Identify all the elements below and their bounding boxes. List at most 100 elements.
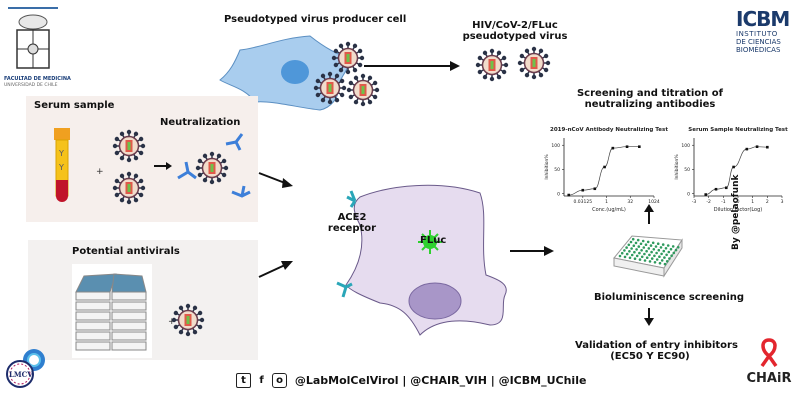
- x-tick-label: -1: [721, 199, 726, 205]
- icbm-logo: ICBM INSTITUTO DE CIENCIAS BIOMÉDICAS: [736, 8, 792, 68]
- ace2-label-line1: ACE2: [337, 212, 367, 223]
- multiwell-plate-icon: [613, 235, 683, 278]
- plate-well: [648, 260, 652, 263]
- serum-diagram: Y Y +: [54, 128, 251, 205]
- plate-well: [662, 249, 666, 253]
- ace2-receptor-icon: [336, 190, 357, 298]
- pseudovirus-group: [475, 46, 551, 82]
- icbm-line3: BIOMÉDICAS: [736, 46, 781, 54]
- facebook-icon[interactable]: f: [259, 375, 264, 386]
- data-point: [766, 145, 769, 149]
- plate-well: [655, 258, 659, 261]
- data-point: [611, 146, 615, 150]
- gear-icon: [6, 349, 45, 388]
- red-ribbon-icon: [760, 338, 778, 368]
- x-tick-label: 0.03125: [574, 199, 593, 205]
- serum-sample-label: Serum sample: [34, 100, 115, 111]
- instagram-icon[interactable]: o: [272, 373, 287, 388]
- x-axis-label: Conc.(ug/mL): [592, 207, 626, 213]
- twitter-icon[interactable]: t: [236, 373, 251, 388]
- arrow-right-icon: [364, 61, 460, 71]
- y-tick-label: 100: [681, 143, 690, 149]
- plate-well: [650, 257, 654, 260]
- ace2-label: ACE2 receptor: [322, 212, 382, 234]
- virus-particle: [195, 151, 229, 185]
- plate-well: [633, 257, 637, 260]
- plate-well: [669, 247, 673, 251]
- validation-label-line2: (EC50 Y EC90): [610, 351, 690, 362]
- plate-well: [674, 248, 678, 252]
- plate-well: [623, 249, 626, 252]
- target-cell: [345, 184, 507, 336]
- plate-well: [631, 237, 635, 241]
- x-tick-label: -3: [692, 199, 697, 205]
- plate-well: [650, 250, 653, 254]
- plus-sign: +: [168, 317, 176, 327]
- logo-line1: FACULTAD DE MEDICINA: [4, 76, 71, 82]
- virus-particle: [313, 71, 347, 105]
- chart-antibody-neutralizing: 2019-nCoV Antibody Neutralizing Test0501…: [544, 127, 668, 213]
- y-tick-label: 100: [551, 143, 560, 149]
- arrow-right-icon: [510, 246, 554, 256]
- plate-well: [660, 252, 663, 256]
- plate-well: [641, 239, 645, 243]
- plate-well: [665, 260, 669, 263]
- potential-antivirals-label: Potential antivirals: [72, 246, 180, 257]
- plate-well: [633, 250, 636, 254]
- plate-well: [653, 254, 656, 258]
- plate-well: [632, 244, 636, 247]
- plate-well: [664, 247, 668, 250]
- plate-well: [620, 251, 624, 255]
- plate-well: [643, 252, 646, 256]
- plate-well: [657, 248, 661, 252]
- icbm-mark: ICBM: [736, 7, 790, 31]
- fit-curve: [568, 146, 640, 196]
- plate-well: [643, 259, 647, 262]
- arrow-down-right-icon: [258, 172, 286, 184]
- plate-well: [649, 244, 653, 247]
- screening-title-line1: Screening and titration of: [576, 88, 723, 99]
- plate-well: [665, 253, 668, 257]
- plate-well: [663, 262, 667, 266]
- plate-well: [640, 255, 644, 259]
- neutralization-label: Neutralization: [160, 117, 241, 128]
- data-point: [593, 187, 597, 191]
- plate-well: [646, 240, 650, 244]
- plate-well: [635, 248, 638, 251]
- plate-well: [638, 258, 642, 261]
- plate-well: [652, 248, 656, 251]
- y-tick-label: 0: [557, 191, 560, 197]
- plate-well: [625, 246, 628, 249]
- plate-stack-icon: [72, 264, 152, 358]
- data-point: [603, 165, 606, 169]
- chart-serum-neutralizing: Serum Sample Neutralizing Test050100-3-2…: [674, 127, 788, 213]
- plate-well: [628, 250, 631, 253]
- data-point: [732, 165, 735, 169]
- screening-title-line2: neutralizing antibodies: [584, 99, 716, 110]
- plate-well: [659, 246, 663, 249]
- x-tick-label: 1: [751, 199, 754, 205]
- ace2-label-line2: receptor: [327, 223, 377, 234]
- arrows-to-cell: [258, 172, 293, 278]
- plate-well: [647, 247, 651, 250]
- plate-well: [660, 259, 664, 262]
- plate-well: [639, 242, 643, 246]
- plate-well: [625, 252, 629, 256]
- blood-tube-icon: Y Y: [54, 128, 70, 202]
- plate-well: [653, 261, 657, 264]
- plate-well: [635, 254, 639, 258]
- y-tick-label: 0: [687, 191, 690, 197]
- virus-particle: [475, 48, 509, 82]
- plate-well: [651, 241, 655, 245]
- plate-well: [636, 238, 640, 242]
- icbm-line1: INSTITUTO: [736, 30, 778, 38]
- plate-well: [656, 242, 660, 245]
- data-point: [745, 147, 749, 151]
- plate-well: [663, 256, 666, 259]
- data-point: [581, 188, 585, 192]
- plate-well: [629, 240, 633, 244]
- screening-title: Screening and titration of neutralizing …: [560, 88, 740, 110]
- plate-well: [642, 246, 646, 249]
- plate-well: [676, 246, 680, 249]
